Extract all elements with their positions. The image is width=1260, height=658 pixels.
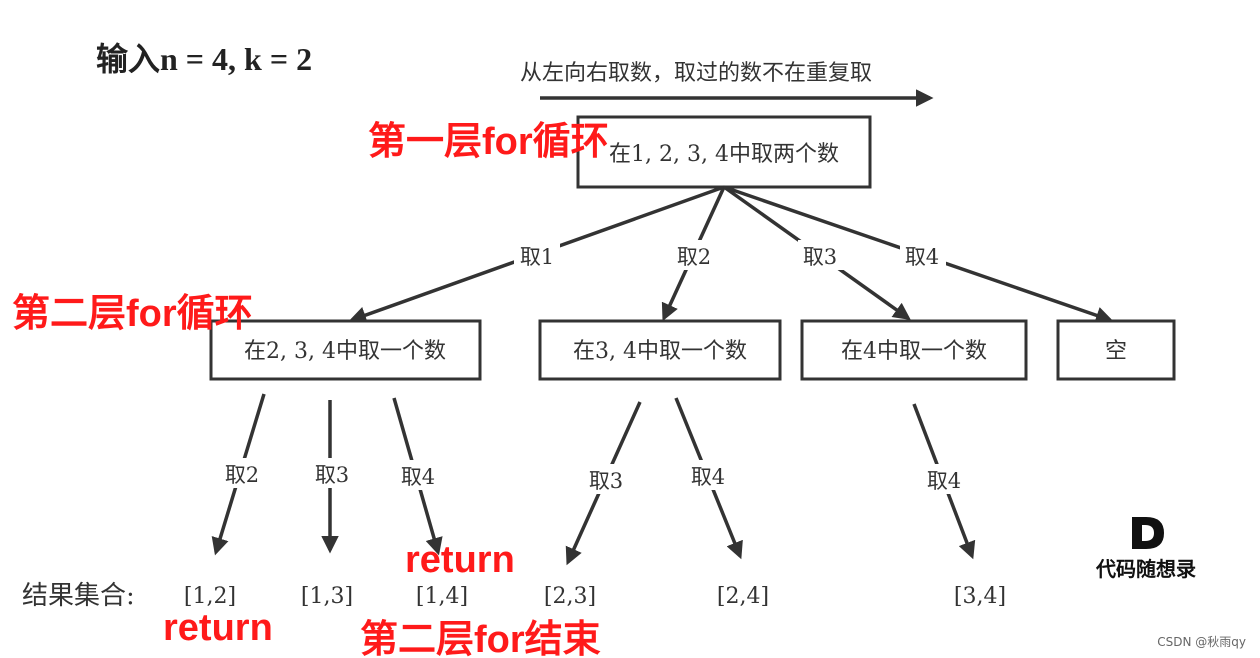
second-loop-annotation: 第二层for循环: [12, 293, 253, 335]
logo: 代码随想录: [1095, 517, 1196, 581]
watermark: CSDN @秋雨qy: [1157, 635, 1246, 649]
return-annotation-lower: return: [163, 607, 273, 649]
node-choose-from-34: 在3, 4中取一个数: [538, 319, 782, 381]
leaf-edge-label-6: 取4: [927, 469, 961, 493]
edge-label-take-3: 取3: [803, 245, 837, 269]
result-item: [1,3]: [301, 584, 353, 609]
results-label: 结果集合:: [22, 581, 135, 611]
result-item: [3,4]: [954, 584, 1006, 609]
node-choose-from-4-label: 在4中取一个数: [841, 339, 987, 364]
return-annotation-upper: return: [405, 539, 515, 581]
logo-mark: [1132, 517, 1164, 549]
logo-text: 代码随想录: [1095, 557, 1196, 581]
node-empty: 空: [1056, 319, 1176, 381]
input-label: 输入n = 4, k = 2: [96, 41, 312, 77]
result-item: [2,3]: [544, 584, 596, 609]
leaf-edge-label-2: 取3: [315, 463, 349, 487]
edge-label-take-2: 取2: [677, 245, 711, 269]
node-empty-label: 空: [1105, 339, 1127, 364]
result-item: [1,2]: [184, 584, 236, 609]
leaf-edge-label-4: 取3: [589, 469, 623, 493]
first-loop-annotation: 第一层for循环: [368, 121, 609, 163]
leaf-edge-label-3: 取4: [401, 465, 435, 489]
node-choose-from-4: 在4中取一个数: [800, 319, 1028, 381]
node-choose-from-34-label: 在3, 4中取一个数: [573, 339, 747, 364]
node-choose-from-234-label: 在2, 3, 4中取一个数: [244, 339, 446, 364]
second-loop-end-annotation: 第二层for结束: [360, 619, 601, 658]
leaf-edge-label-1: 取2: [225, 463, 259, 487]
edge-label-take-4: 取4: [905, 245, 939, 269]
root-node-label: 在1, 2, 3, 4中取两个数: [609, 142, 839, 167]
result-item: [2,4]: [717, 584, 769, 609]
leaf-edge-label-5: 取4: [691, 465, 725, 489]
root-node: 在1, 2, 3, 4中取两个数: [576, 115, 872, 189]
result-item: [1,4]: [416, 584, 468, 609]
node-choose-from-234: 在2, 3, 4中取一个数: [209, 319, 482, 381]
edge-label-take-1: 取1: [520, 245, 554, 269]
direction-label: 从左向右取数，取过的数不在重复取: [520, 61, 872, 86]
